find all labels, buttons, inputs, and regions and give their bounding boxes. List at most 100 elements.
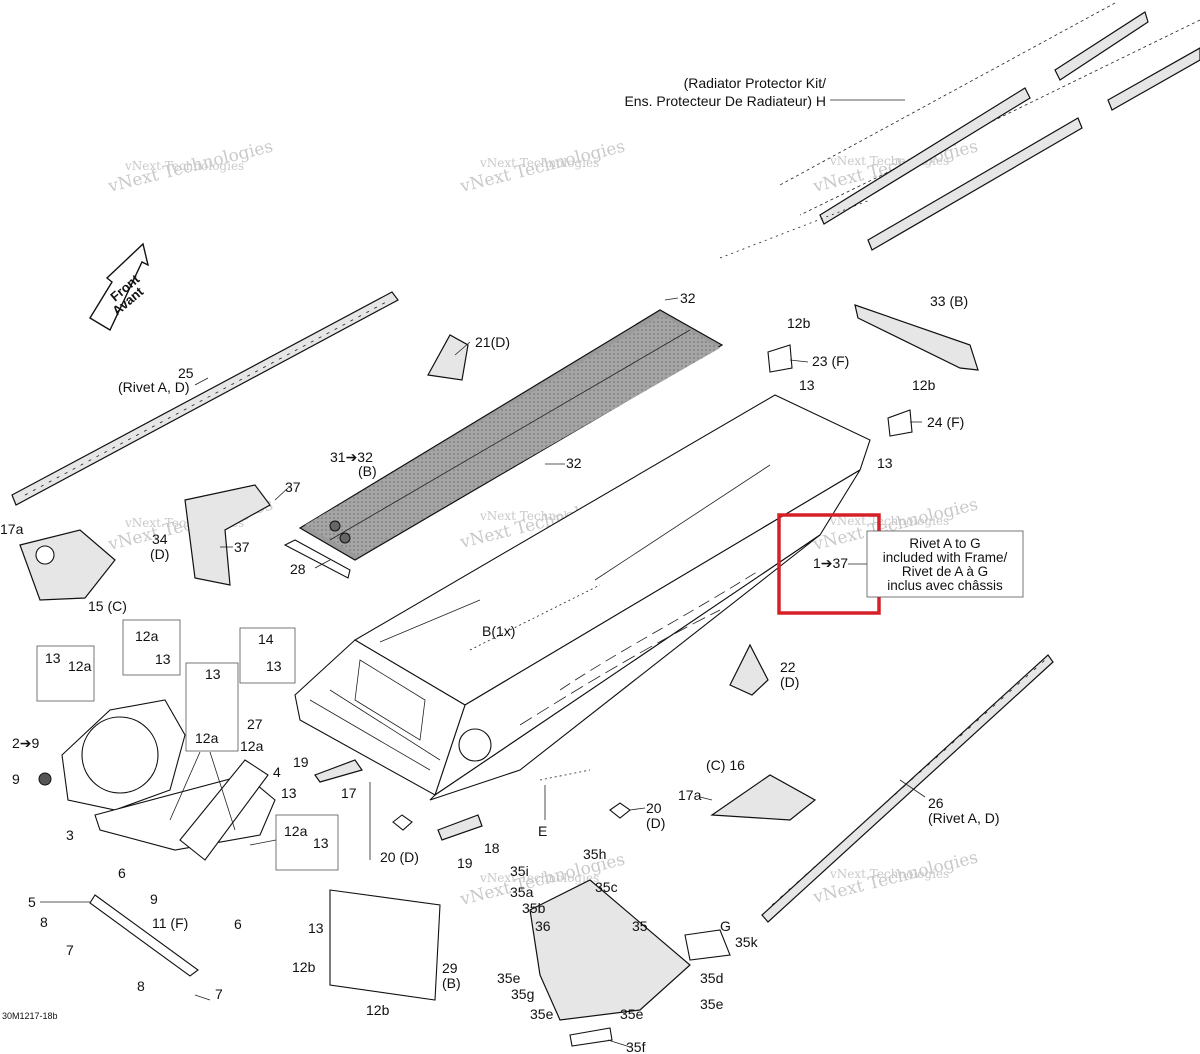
callout-20: 20: [646, 800, 662, 816]
callout-7: 7: [215, 986, 223, 1002]
drawing-id: 30M1217-18b: [2, 1011, 58, 1021]
callout-13: 13: [877, 455, 893, 471]
callout-boxes: [36, 619, 339, 871]
callout-12a: 12a: [284, 823, 308, 839]
callout-19: 19: [457, 855, 473, 871]
watermark: vNext Technologies: [829, 867, 949, 881]
watermark: vNext Technologies: [829, 514, 949, 528]
bracket-35: [529, 879, 691, 1021]
strip-11: [89, 894, 199, 977]
callout-35: 35: [632, 918, 648, 934]
leader: [789, 359, 809, 363]
callout-24: 24 (F): [927, 414, 964, 430]
callout-box: [122, 619, 181, 676]
leader: [699, 796, 713, 801]
radiator-panel: [283, 309, 724, 579]
callout-32: 32: [680, 290, 696, 306]
front-structure: [38, 699, 276, 861]
callout-22-sub: (D): [780, 674, 799, 690]
callout-35f: 35f: [626, 1039, 646, 1054]
leader: [209, 751, 236, 831]
radiator-protector-kit: (Radiator Protector Kit/ Ens. Protecteur…: [624, 2, 1200, 259]
bulkhead-brace: [309, 699, 431, 771]
callout-35i: 35i: [510, 863, 529, 879]
protector-strip: [867, 117, 1083, 251]
callout-35e: 35e: [497, 970, 521, 986]
callout-12a: 12a: [135, 628, 159, 644]
callout-box: [275, 814, 339, 871]
callout-33: 33 (B): [930, 293, 968, 309]
callout-E: E: [538, 823, 547, 839]
radiator-kit-label-line1: (Radiator Protector Kit/: [684, 75, 826, 91]
callout-12b: 12b: [787, 315, 811, 331]
mount-hole: [35, 545, 55, 565]
watermark: vNext Technologies: [124, 159, 244, 173]
bracket-35k: [684, 929, 731, 961]
front-direction-arrow: Front Avant: [89, 242, 150, 331]
leader: [664, 297, 679, 301]
callout-14: 14: [258, 631, 274, 647]
callout-17a: 17a: [678, 787, 702, 803]
bracket-22: [729, 643, 769, 696]
callout-13: 13: [45, 650, 61, 666]
bracket-24: [887, 409, 913, 437]
callout-labels: 32 21(D) 25 (Rivet A, D) 31➔32 (B) 32 37…: [0, 290, 1000, 1054]
leader: [454, 341, 471, 356]
footrest-18: [437, 814, 483, 841]
bracket-33: [854, 304, 979, 371]
bracket-34: [184, 484, 271, 586]
bracket-35f: [569, 1027, 613, 1047]
bulkhead-brace: [329, 689, 441, 761]
callout-28: 28: [290, 561, 306, 577]
callout-box: [239, 627, 296, 684]
leader-lines: [40, 297, 926, 1048]
callout-23: 23 (F): [812, 353, 849, 369]
callout-8: 8: [137, 978, 145, 994]
callout-box: [185, 662, 239, 752]
rivet-note-line: Rivet A to G: [909, 536, 980, 551]
rivet-note-line: Rivet de A à G: [902, 564, 988, 579]
callout-13: 13: [205, 666, 221, 682]
callout-21: 21(D): [475, 334, 510, 350]
callout-26: 26: [928, 795, 944, 811]
callout-8: 8: [40, 914, 48, 930]
callout-box: [36, 645, 95, 702]
callout-34-sub: (D): [150, 546, 169, 562]
callout-9: 9: [150, 891, 158, 907]
radiator-mesh-texture: [305, 315, 720, 556]
callout-5: 5: [28, 894, 36, 910]
tunnel-leader: [594, 464, 771, 581]
callout-25: 25: [178, 365, 194, 381]
rivet-note-line: included with Frame/: [883, 550, 1008, 565]
footrest-17: [314, 759, 363, 783]
callout-27: 27: [247, 716, 263, 732]
callout-9: 9: [12, 771, 20, 787]
callout-15: 15 (C): [88, 598, 127, 614]
running-board-26: [761, 654, 1054, 923]
radiator-bracket-28: [283, 539, 351, 579]
rivet-note-box: [866, 530, 1024, 598]
callout-2to9: 2➔9: [12, 735, 40, 751]
bracket-21: [427, 334, 469, 381]
bracket-23: [767, 344, 793, 373]
front-ring-opening: [81, 716, 159, 794]
leader: [899, 779, 926, 798]
rivet-line: [469, 584, 601, 651]
front-arm: [179, 759, 269, 861]
leader: [314, 559, 331, 569]
rivet-note-line: inclus avec châssis: [887, 578, 1003, 593]
callout-7: 7: [66, 942, 74, 958]
protector-strip: [1054, 11, 1149, 81]
callout-20: 20 (D): [380, 849, 419, 865]
callout-35a: 35a: [510, 884, 534, 900]
callout-35d: 35d: [700, 970, 723, 986]
leader: [194, 377, 209, 386]
callout-13: 13: [155, 651, 171, 667]
running-board-25: [11, 291, 399, 506]
callout-35c: 35c: [595, 879, 618, 895]
callout-13: 13: [266, 658, 282, 674]
callout-B: B(1x): [482, 623, 515, 639]
watermark: vNext Technologies: [479, 871, 599, 885]
tunnel-underside: [429, 534, 821, 801]
callout-37: 37: [285, 479, 301, 495]
